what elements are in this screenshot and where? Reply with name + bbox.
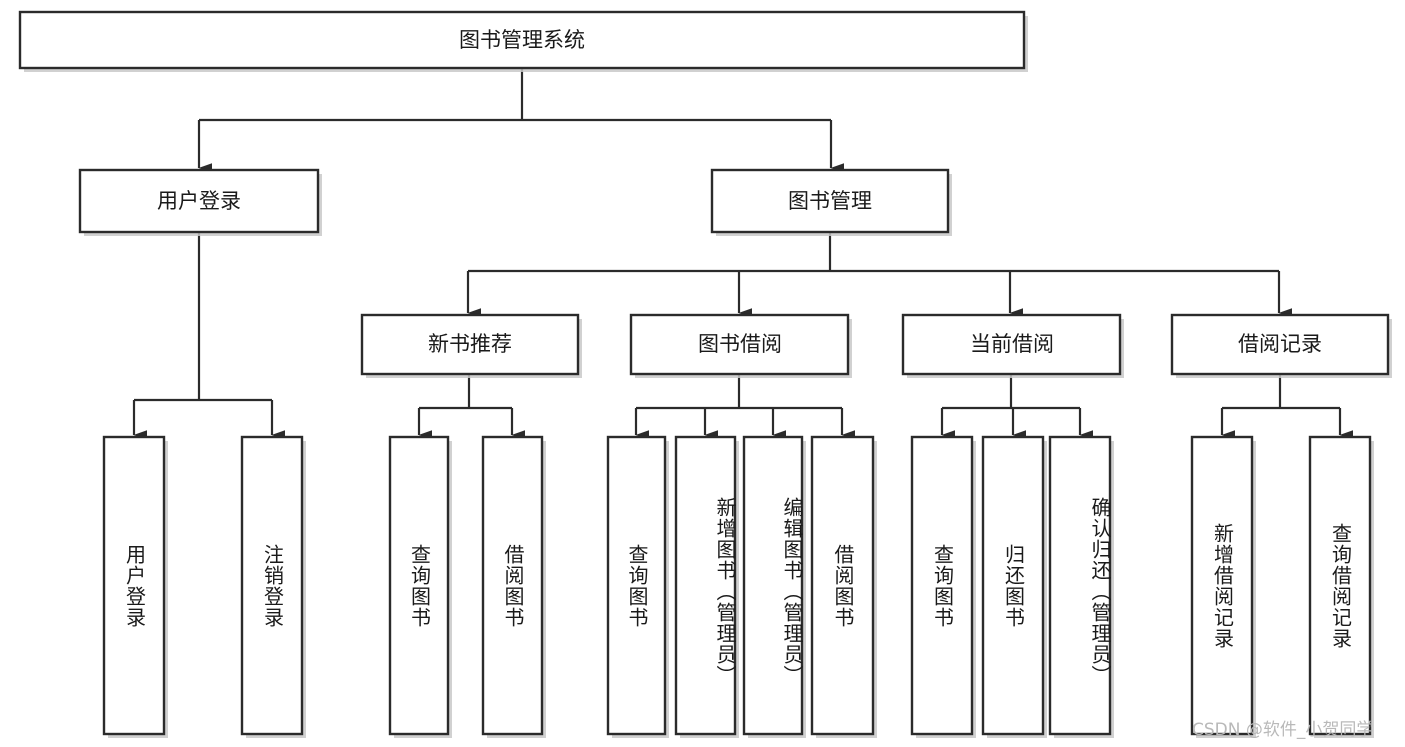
node-book-manage[interactable]: 图书管理 <box>710 168 952 236</box>
connector-group-userlogin-to-leaves <box>132 232 285 440</box>
csdn-watermark: CSDN @软件_小贺同学 <box>1192 720 1374 740</box>
leaf-bb-add-box <box>674 435 737 736</box>
leaf-node-bookborrow-query-book[interactable] <box>606 435 669 738</box>
leaf-newbook-borrow-box <box>481 435 544 736</box>
leaf-node-bookborrow-edit-book[interactable] <box>742 435 806 738</box>
node-borrow-record-box <box>1170 313 1390 376</box>
node-user-login-box <box>78 168 320 234</box>
leaf-newbook-query-box <box>388 435 450 736</box>
node-current-borrow-label: 当前借阅 <box>970 332 1054 356</box>
leaf-node-borrowrecord-query-record[interactable] <box>1308 435 1374 738</box>
leaf-bb-query-box <box>606 435 667 736</box>
leaf-bb-edit-box <box>742 435 804 736</box>
leaf-node-bookborrow-borrow-book[interactable] <box>810 435 877 738</box>
leaf-cb-query-box <box>910 435 974 736</box>
leaf-cb-confirm-box <box>1048 435 1112 736</box>
node-user-login[interactable]: 用户登录 <box>78 168 322 236</box>
leaf-node-currentborrow-query-book[interactable] <box>910 435 976 738</box>
leaf-node-bookborrow-add-book[interactable] <box>674 435 739 738</box>
leaf-bb-borrow-box <box>810 435 875 736</box>
leaf-br-add-box <box>1190 435 1254 736</box>
node-borrow-record-label: 借阅记录 <box>1238 332 1322 356</box>
leaf-box-group <box>102 435 1374 738</box>
leaf-node-logout[interactable] <box>240 435 306 738</box>
connector-group-bookmanage-to-level3 <box>466 232 1292 318</box>
node-book-borrow-label: 图书借阅 <box>698 332 782 356</box>
connector-group-newbook-to-leaves <box>417 374 525 440</box>
node-user-login-label: 用户登录 <box>157 189 241 213</box>
connector-group-currentborrow-to-leaves <box>940 374 1093 440</box>
leaf-logout-box <box>240 435 304 736</box>
connector-group-borrowrecord-to-leaves <box>1220 374 1353 440</box>
node-current-borrow-box <box>901 313 1122 376</box>
leaf-node-user-login[interactable] <box>102 435 168 738</box>
leaf-node-currentborrow-confirm-return[interactable] <box>1048 435 1114 738</box>
node-root-label: 图书管理系统 <box>459 28 585 52</box>
node-book-manage-box <box>710 168 950 234</box>
leaf-user-login-box <box>102 435 166 736</box>
connector-group-root-to-level2 <box>197 68 844 173</box>
leaf-node-newbook-query-book[interactable] <box>388 435 452 738</box>
connector-group-bookborrow-to-leaves <box>634 374 855 440</box>
leaf-cb-return-box <box>981 435 1045 736</box>
node-book-manage-label: 图书管理 <box>788 189 872 213</box>
leaf-node-newbook-borrow-book[interactable] <box>481 435 546 738</box>
node-new-book-recommend-label: 新书推荐 <box>428 332 512 356</box>
leaf-node-currentborrow-return-book[interactable] <box>981 435 1047 738</box>
node-book-borrow[interactable]: 图书借阅 <box>629 313 852 378</box>
leaf-node-borrowrecord-add-record[interactable] <box>1190 435 1256 738</box>
node-current-borrow[interactable]: 当前借阅 <box>901 313 1124 378</box>
node-root[interactable]: 图书管理系统 <box>18 10 1028 72</box>
node-root-box <box>18 10 1026 70</box>
leaf-br-query-box <box>1308 435 1372 736</box>
node-new-book-recommend-box <box>360 313 580 376</box>
node-book-borrow-box <box>629 313 850 376</box>
node-new-book-recommend[interactable]: 新书推荐 <box>360 313 582 378</box>
node-borrow-record[interactable]: 借阅记录 <box>1170 313 1392 378</box>
